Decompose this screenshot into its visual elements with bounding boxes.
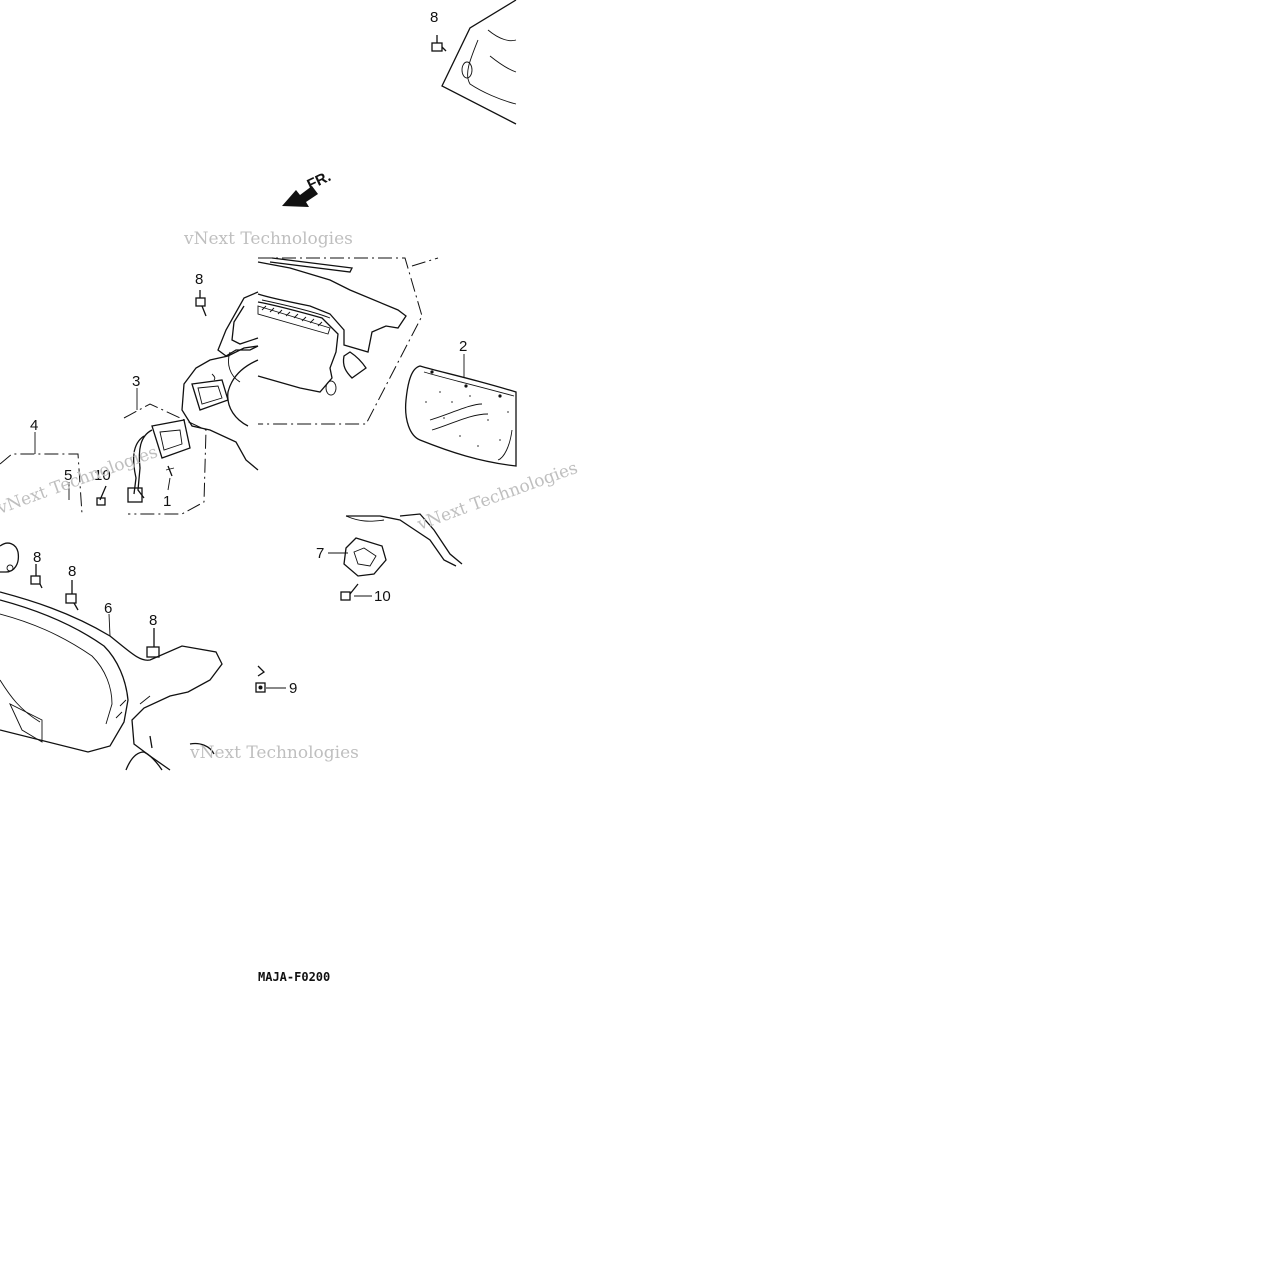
watermark-text: vNext Technologies bbox=[414, 458, 580, 535]
screw-8-lower-a bbox=[30, 564, 43, 589]
callout-1: 1 bbox=[163, 493, 171, 510]
screw-8-top bbox=[431, 35, 447, 52]
callout-2: 2 bbox=[459, 338, 467, 355]
callout-10-right: 10 bbox=[374, 588, 391, 605]
upper-cover-fragment bbox=[441, 0, 517, 125]
screw-10-left bbox=[96, 485, 107, 506]
front-direction-label: FR. bbox=[305, 168, 334, 194]
callout-3: 3 bbox=[132, 373, 140, 390]
screw-8-mid bbox=[195, 290, 207, 317]
watermark-text: vNext Technologies bbox=[183, 229, 353, 249]
callout-8-lower-b: 8 bbox=[68, 563, 76, 580]
callout-8-lower-c: 8 bbox=[149, 612, 157, 629]
callout-7: 7 bbox=[316, 545, 324, 562]
callout-8-top: 8 bbox=[430, 9, 438, 26]
diagram-code: MAJA-F0200 bbox=[258, 970, 330, 984]
side-console bbox=[181, 345, 259, 471]
callout-8-mid: 8 bbox=[195, 271, 203, 288]
callout-5: 5 bbox=[64, 467, 72, 484]
callout-4: 4 bbox=[30, 417, 38, 434]
gauge-strip bbox=[257, 305, 331, 335]
callout-6: 6 bbox=[104, 600, 112, 617]
screw-8-lower-c bbox=[146, 628, 160, 658]
inner-fairing-part-6 bbox=[0, 542, 223, 771]
callout-8-lower-a: 8 bbox=[33, 549, 41, 566]
callout-10-left: 10 bbox=[94, 467, 111, 484]
screw-8-lower-b bbox=[65, 580, 79, 611]
meter-lens-part-2 bbox=[404, 365, 517, 467]
bracket-part-4-5 bbox=[0, 432, 83, 515]
switch-part-3 bbox=[123, 403, 207, 515]
screw-10-right bbox=[340, 583, 359, 601]
nut-9 bbox=[255, 665, 266, 693]
front-direction-arrow bbox=[282, 186, 318, 207]
meter-panel-assembly bbox=[217, 257, 439, 425]
callout-9: 9 bbox=[289, 680, 297, 697]
bracket-part-7 bbox=[343, 513, 463, 577]
watermark-text: vNext Technologies bbox=[189, 743, 359, 763]
